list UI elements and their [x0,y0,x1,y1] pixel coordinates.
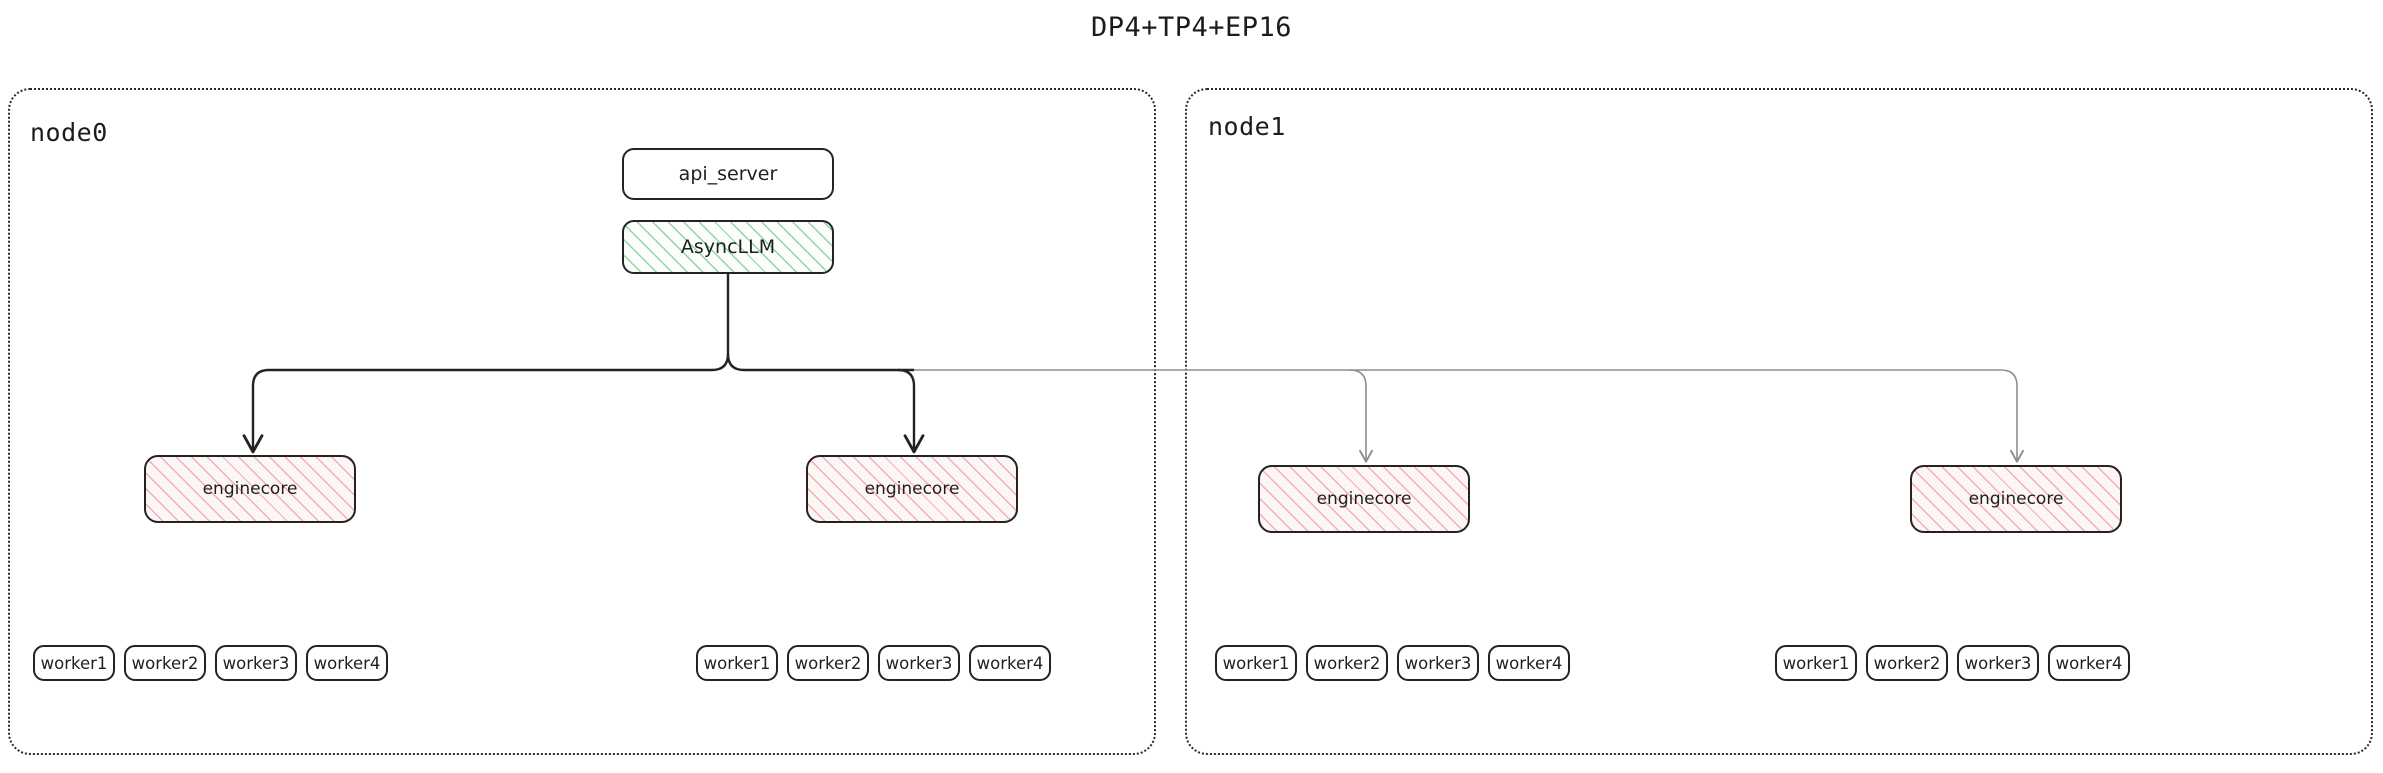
worker-label: worker4 [1495,653,1563,673]
worker-box[interactable]: worker3 [878,645,960,681]
worker-label: worker4 [313,653,381,673]
worker-box[interactable]: worker1 [696,645,778,681]
worker-box[interactable]: worker1 [1215,645,1297,681]
enginecore-box[interactable]: enginecore [806,455,1018,523]
worker-label: worker2 [794,653,862,673]
enginecore-label: enginecore [1968,489,2064,509]
async-llm-box[interactable]: AsyncLLM [622,220,834,274]
worker-box[interactable]: worker2 [1306,645,1388,681]
enginecore-label: enginecore [864,479,960,499]
enginecore-box[interactable]: enginecore [1910,465,2122,533]
enginecore-box[interactable]: enginecore [144,455,356,523]
page-title: DP4+TP4+EP16 [1090,12,1293,43]
worker-label: worker1 [1222,653,1290,673]
worker-box[interactable]: worker4 [2048,645,2130,681]
worker-label: worker3 [1404,653,1472,673]
enginecore-label: enginecore [202,479,298,499]
worker-label: worker4 [976,653,1044,673]
enginecore-box[interactable]: enginecore [1258,465,1470,533]
worker-box[interactable]: worker4 [969,645,1051,681]
worker-label: worker1 [703,653,771,673]
worker-box[interactable]: worker3 [1957,645,2039,681]
enginecore-label: enginecore [1316,489,1412,509]
worker-label: worker1 [40,653,108,673]
worker-label: worker3 [1964,653,2032,673]
worker-box[interactable]: worker2 [124,645,206,681]
worker-label: worker4 [2055,653,2123,673]
node-container-node0 [8,88,1156,755]
worker-label: worker2 [1873,653,1941,673]
api-server-box[interactable]: api_server [622,148,834,200]
worker-box[interactable]: worker1 [1775,645,1857,681]
worker-box[interactable]: worker4 [1488,645,1570,681]
worker-label: worker3 [885,653,953,673]
worker-box[interactable]: worker3 [1397,645,1479,681]
worker-box[interactable]: worker3 [215,645,297,681]
node-container-node1 [1185,88,2373,755]
worker-label: worker2 [131,653,199,673]
worker-box[interactable]: worker1 [33,645,115,681]
worker-label: worker2 [1313,653,1381,673]
worker-label: worker3 [222,653,290,673]
node-label-node0: node0 [30,118,108,147]
worker-box[interactable]: worker2 [1866,645,1948,681]
api-server-label: api_server [678,163,778,185]
node-label-node1: node1 [1208,112,1286,141]
worker-box[interactable]: worker2 [787,645,869,681]
worker-box[interactable]: worker4 [306,645,388,681]
worker-label: worker1 [1782,653,1850,673]
async-llm-label: AsyncLLM [680,236,776,258]
